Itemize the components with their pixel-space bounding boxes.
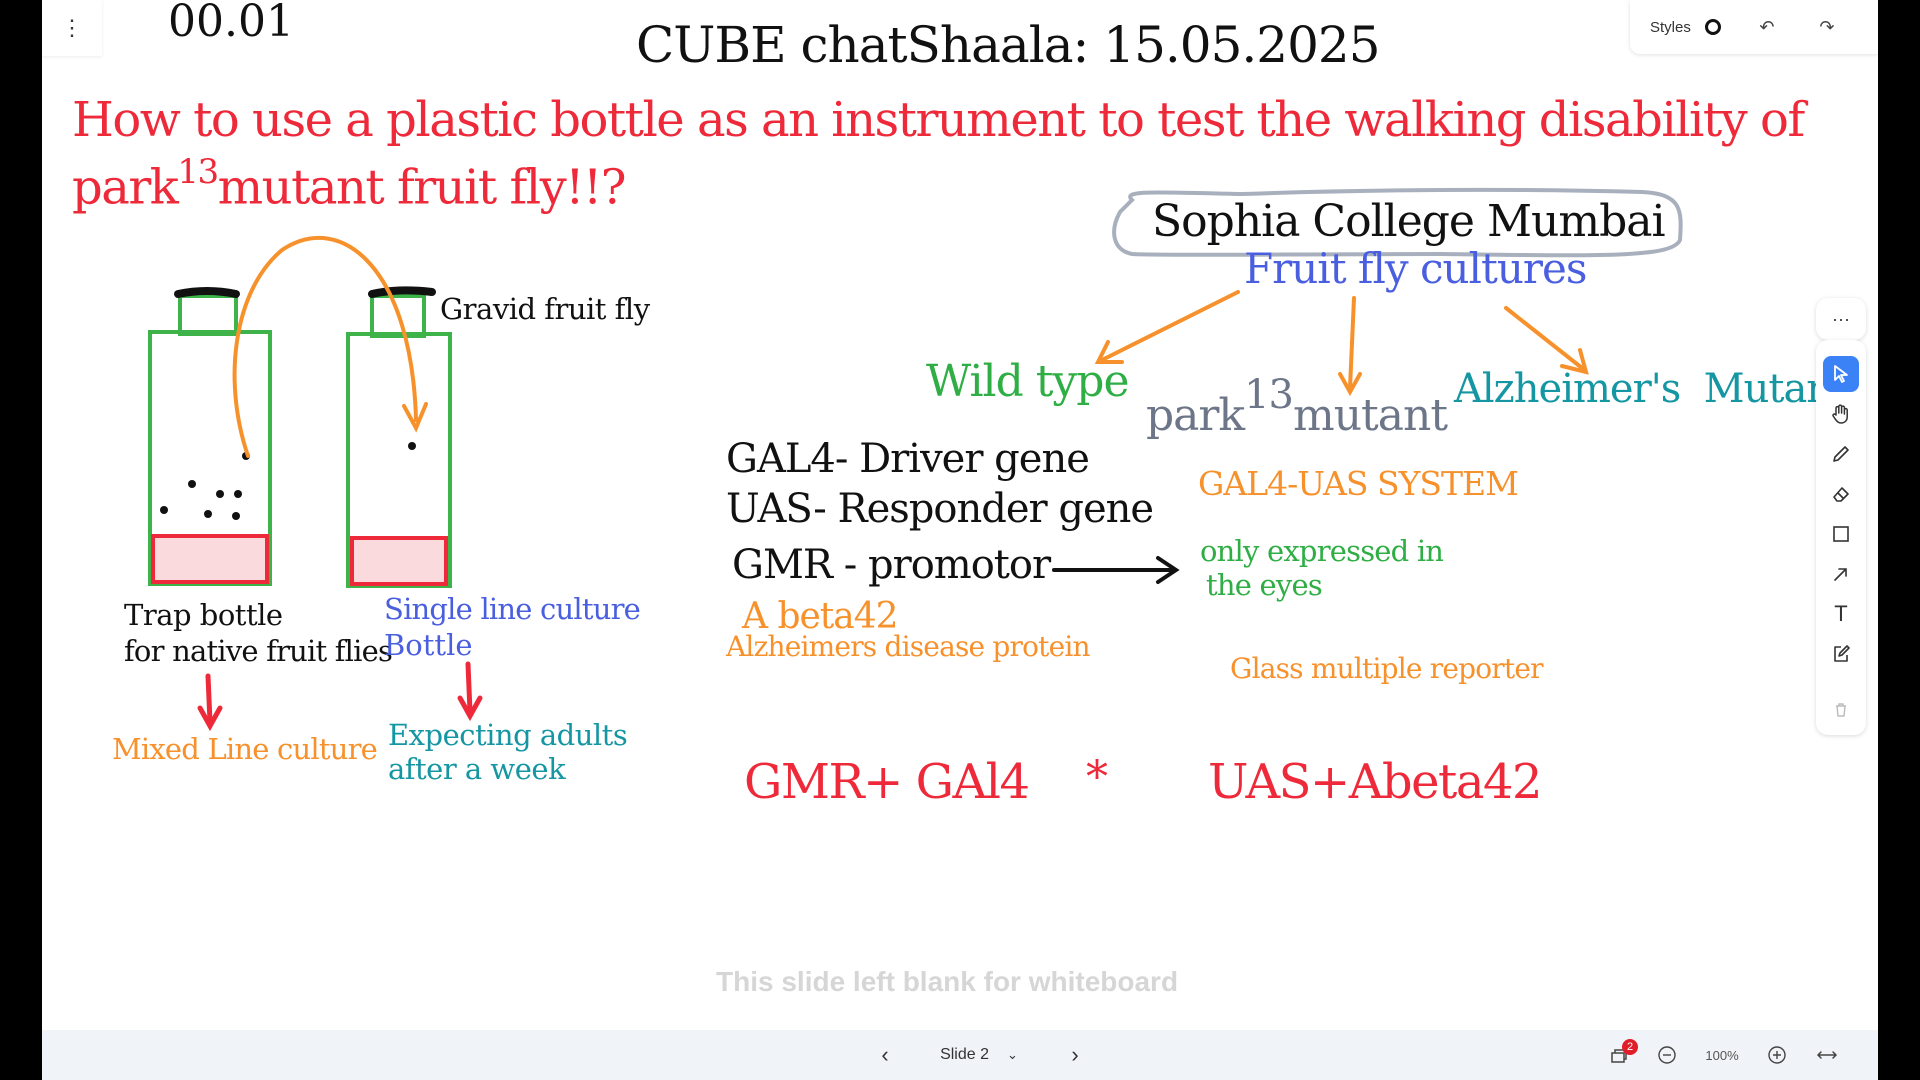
timer: 00.01 xyxy=(168,0,294,47)
system-text: GAL4-UAS SYSTEM xyxy=(1198,464,1519,503)
question-park-superscript: 13 xyxy=(177,152,219,192)
eraser-icon xyxy=(1833,487,1849,502)
chevron-left-icon: ‹ xyxy=(881,1042,889,1067)
styles-button[interactable]: Styles xyxy=(1650,18,1691,36)
more-icon: ··· xyxy=(1832,308,1850,329)
gmr-text: GMR - promotor xyxy=(732,542,1051,588)
trap-bottle xyxy=(148,287,272,586)
uas-text: UAS- Responder gene xyxy=(726,486,1154,532)
gal4-text: GAL4- Driver gene xyxy=(726,436,1090,482)
cursor-icon xyxy=(1834,365,1848,383)
arrow-icon xyxy=(1834,568,1847,581)
pencil-icon xyxy=(1833,446,1849,462)
trap-label-2: for native fruit flies xyxy=(124,634,393,668)
zoom-in-button[interactable] xyxy=(1762,1030,1792,1080)
question-line-2: park13mutant fruit fly!!? xyxy=(72,152,627,216)
single-label-2: Bottle xyxy=(384,628,473,662)
fit-width-icon xyxy=(1816,1051,1838,1059)
only-expressed-2: the eyes xyxy=(1206,568,1323,602)
cross-left: GMR+ GAl4 xyxy=(744,754,1030,810)
collaborators-button[interactable]: 2 xyxy=(1602,1030,1638,1080)
cross-star: * xyxy=(1086,752,1108,803)
notification-badge: 2 xyxy=(1622,1039,1638,1055)
next-slide-button[interactable]: › xyxy=(1060,1030,1090,1080)
tree-park-superscript: 13 xyxy=(1244,372,1294,418)
redo-icon[interactable]: ↷ xyxy=(1819,16,1835,37)
zoom-out-button[interactable] xyxy=(1652,1030,1682,1080)
text-icon: T xyxy=(1834,601,1848,626)
tree-sub: Fruit fly cultures xyxy=(1244,244,1587,293)
gravid-label: Gravid fruit fly xyxy=(440,292,650,326)
prev-slide-button[interactable]: ‹ xyxy=(870,1030,900,1080)
bottom-bar: ‹ Slide 2 ⌄ › 2 100% xyxy=(42,1030,1878,1080)
zoom-in-icon xyxy=(1768,1046,1786,1064)
chevron-down-icon: ⌄ xyxy=(1007,1047,1018,1062)
tree-wild-type: Wild type xyxy=(926,356,1129,407)
chevron-right-icon: › xyxy=(1071,1042,1079,1067)
cross-right: UAS+Abeta42 xyxy=(1208,754,1543,810)
question-suffix: mutant fruit fly!!? xyxy=(217,159,627,216)
fit-width-button[interactable] xyxy=(1810,1030,1844,1080)
pencil-tool[interactable] xyxy=(1823,436,1859,472)
color-swatch-icon[interactable] xyxy=(1704,19,1721,35)
trash-icon xyxy=(1836,703,1846,717)
tree-alzheimers: Alzheimer's Mutant xyxy=(1454,366,1847,412)
eraser-tool[interactable] xyxy=(1823,476,1859,512)
text-tool[interactable]: T xyxy=(1823,596,1859,632)
single-label-1: Single line culture xyxy=(384,592,641,626)
select-tool[interactable] xyxy=(1823,356,1859,392)
hand-tool[interactable] xyxy=(1823,396,1859,432)
slide-selector[interactable]: Slide 2 ⌄ xyxy=(914,1030,1044,1080)
whiteboard-canvas[interactable]: 00.01 CUBE chatShaala: 15.05.2025 How to… xyxy=(42,0,1878,1080)
bottle-diagram xyxy=(148,187,1683,732)
tree-park-mutant: park13mutant xyxy=(1146,372,1448,441)
only-expressed-1: only expressed in xyxy=(1200,534,1444,568)
expecting-label-2: after a week xyxy=(388,752,566,786)
trap-label-1: Trap bottle xyxy=(124,598,283,632)
mixed-label: Mixed Line culture xyxy=(112,732,378,766)
hand-icon xyxy=(1832,404,1848,424)
blank-note: This slide left blank for whiteboard xyxy=(716,966,1179,997)
page-title: CUBE chatShaala: 15.05.2025 xyxy=(636,16,1381,74)
rectangle-icon xyxy=(1833,526,1849,542)
alz-protein-text: Alzheimers disease protein xyxy=(726,630,1091,663)
abeta-text: A beta42 xyxy=(742,596,899,637)
expecting-label-1: Expecting adults xyxy=(388,718,628,752)
rectangle-tool[interactable] xyxy=(1823,516,1859,552)
glass-text: Glass multiple reporter xyxy=(1230,652,1543,685)
drawing-toolbar: T xyxy=(1816,340,1866,735)
tree-park: park xyxy=(1146,390,1245,441)
edit-note-icon xyxy=(1834,645,1850,662)
note-tool[interactable] xyxy=(1823,636,1859,672)
kebab-menu-icon: ⋮ xyxy=(61,15,83,40)
question-park: park xyxy=(72,159,179,216)
undo-icon[interactable]: ↶ xyxy=(1759,16,1775,37)
delete-tool[interactable] xyxy=(1823,692,1859,728)
single-line-bottle xyxy=(346,286,452,588)
tree-root: Sophia College Mumbai xyxy=(1152,196,1666,247)
style-panel: Styles ↶ ↷ xyxy=(1630,0,1878,54)
main-menu-button[interactable]: ⋮ xyxy=(42,0,102,56)
question-line-1: How to use a plastic bottle as an instru… xyxy=(72,92,1805,148)
arrow-tool[interactable] xyxy=(1823,556,1859,592)
zoom-level[interactable]: 100% xyxy=(1705,1047,1739,1063)
zoom-out-icon xyxy=(1658,1046,1676,1064)
more-options-button[interactable]: ··· xyxy=(1816,298,1866,340)
slide-label: Slide 2 xyxy=(940,1046,989,1063)
tree-park-suffix: mutant xyxy=(1293,390,1448,441)
